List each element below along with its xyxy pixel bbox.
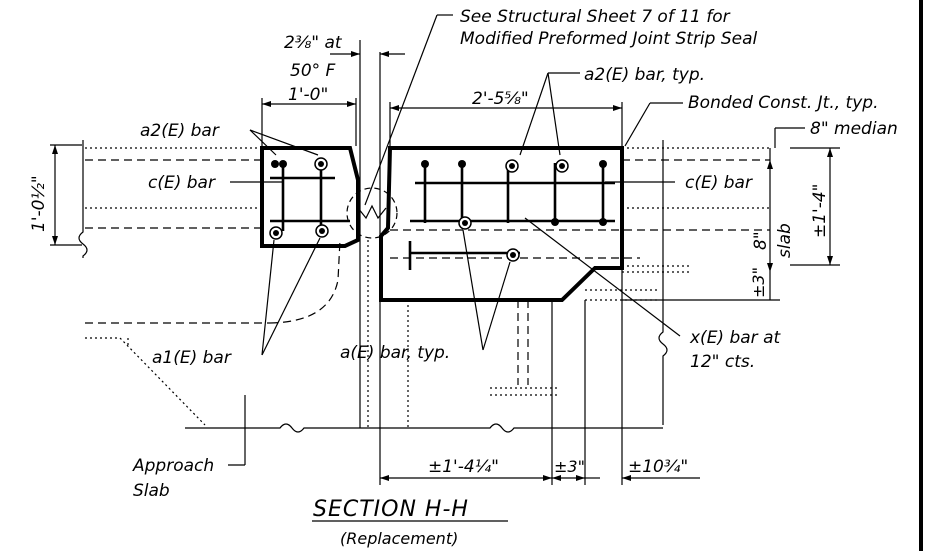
right-rebar [408, 159, 615, 270]
extension-lines [50, 40, 623, 485]
break-symbol-right [658, 140, 668, 425]
label-a-bar-typ: a(E) bar, typ. [340, 343, 450, 363]
right-deck-block [379, 146, 624, 302]
section-subtitle: (Replacement) [340, 529, 458, 548]
leader-lines [228, 14, 805, 466]
label-approach-slab: Slab [133, 481, 170, 501]
label-x-bar-line2: 12" cts. [690, 352, 755, 372]
label-gap-line1: 2⅜" at [284, 33, 343, 53]
dim-1-0: 1'-0" [288, 85, 328, 105]
dim-10-3-4: ±10¾" [628, 457, 688, 477]
dimension-lines [52, 51, 840, 481]
dim-1-4-quarter: ±1'-4¼" [428, 457, 499, 477]
label-bonded-joint: Bonded Const. Jt., typ. [688, 93, 878, 113]
dim-3-horizontal: ±3" [554, 457, 585, 476]
label-c-bar-right: c(E) bar [685, 173, 753, 193]
note-see-sheet-line2: Modified Preformed Joint Strip Seal [460, 29, 758, 49]
dim-3-vertical: ±3" [749, 267, 768, 298]
left-deck-block [260, 146, 360, 248]
note-see-sheet-line1: See Structural Sheet 7 of 11 for [460, 7, 731, 27]
label-c-bar-left: c(E) bar [148, 173, 216, 193]
label-a2-typ: a2(E) bar, typ. [584, 65, 705, 85]
label-approach: Approach [132, 456, 214, 476]
joint-seal [346, 187, 398, 239]
section-title: SECTION H-H [313, 497, 469, 522]
label-median: 8" median [810, 119, 898, 139]
girder [490, 300, 560, 396]
label-a1-bar: a1(E) bar [152, 348, 232, 368]
label-x-bar-line1: x(E) bar at [689, 328, 781, 348]
dim-1-0-half: 1'-0½" [29, 175, 49, 232]
ground-line [185, 423, 663, 433]
dim-1-4: ±1'-4" [810, 183, 830, 238]
label-slab: slab [775, 223, 795, 258]
dim-2-5: 2'-5⅝" [472, 89, 529, 109]
left-rebar [269, 157, 350, 240]
label-a2-bar: a2(E) bar [140, 121, 220, 141]
break-symbol-left [78, 140, 88, 258]
dim-8: 8" [751, 231, 771, 250]
label-gap-line2: 50° F [290, 61, 336, 81]
